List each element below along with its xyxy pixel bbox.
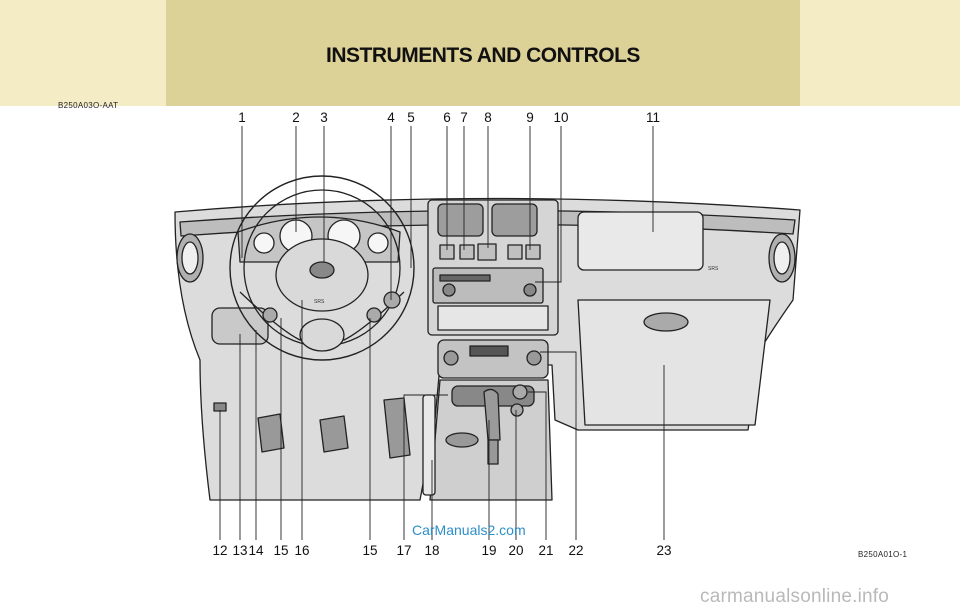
callout-3: 3 bbox=[320, 110, 328, 125]
gear-shift bbox=[483, 388, 501, 441]
leader-lines bbox=[219, 126, 665, 540]
callout-16: 16 bbox=[294, 543, 310, 558]
header-band-left bbox=[0, 0, 166, 106]
footer-site: carmanualsonline.info bbox=[700, 586, 890, 607]
climate-control bbox=[437, 339, 549, 379]
callout-15a: 15 bbox=[273, 543, 289, 558]
callout-11: 11 bbox=[645, 110, 661, 125]
parking-brake bbox=[422, 394, 436, 496]
callout-18: 18 bbox=[424, 543, 440, 558]
callout-14: 14 bbox=[248, 543, 264, 558]
callout-5: 5 bbox=[407, 110, 415, 125]
callout-17: 17 bbox=[396, 543, 412, 558]
accelerator-pedal bbox=[383, 397, 411, 459]
brake-pedal bbox=[319, 415, 349, 453]
passenger-airbag bbox=[577, 211, 704, 271]
cup-holder bbox=[445, 432, 479, 448]
header-band bbox=[166, 0, 800, 106]
callout-15b: 15 bbox=[362, 543, 378, 558]
callout-6: 6 bbox=[443, 110, 451, 125]
steering-wheel bbox=[229, 175, 415, 361]
center-vent-right bbox=[491, 203, 538, 237]
callout-13: 13 bbox=[232, 543, 248, 558]
callout-21: 21 bbox=[538, 543, 554, 558]
callout-4: 4 bbox=[387, 110, 395, 125]
callout-10: 10 bbox=[553, 110, 569, 125]
figure-code-bottom: B250A01O-1 bbox=[858, 550, 908, 559]
callout-8: 8 bbox=[484, 110, 492, 125]
storage-box bbox=[437, 305, 549, 331]
hood-release bbox=[213, 402, 227, 412]
callout-7: 7 bbox=[460, 110, 468, 125]
callout-20: 20 bbox=[508, 543, 524, 558]
srs-label-wheel: SRS bbox=[314, 299, 325, 305]
callout-22: 22 bbox=[568, 543, 584, 558]
glove-box bbox=[577, 299, 771, 426]
callout-19: 19 bbox=[481, 543, 497, 558]
header-band-right bbox=[800, 0, 960, 106]
callout-1: 1 bbox=[238, 110, 246, 125]
watermark-link[interactable]: CarManuals2.com bbox=[412, 522, 526, 538]
srs-label-dash: SRS bbox=[708, 266, 719, 272]
center-vent-left bbox=[437, 203, 484, 237]
callout-12: 12 bbox=[212, 543, 228, 558]
clutch-pedal bbox=[257, 413, 285, 453]
callout-2: 2 bbox=[292, 110, 300, 125]
page-title: INSTRUMENTS AND CONTROLS bbox=[326, 44, 640, 67]
callout-9: 9 bbox=[526, 110, 534, 125]
figure-code-top: B250A03O-AAT bbox=[58, 101, 119, 110]
callout-23: 23 bbox=[656, 543, 672, 558]
